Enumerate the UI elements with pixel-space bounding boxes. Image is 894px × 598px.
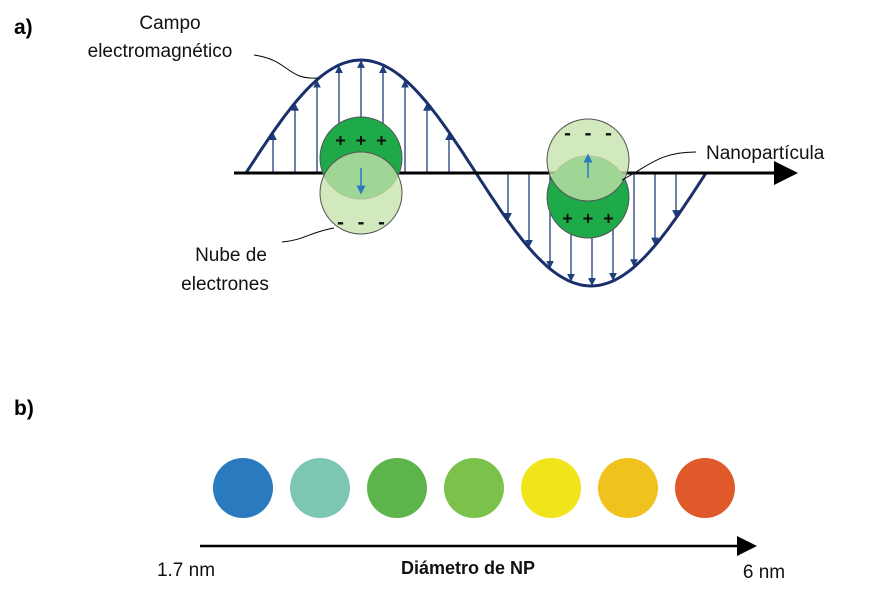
field-leader-line	[253, 54, 319, 79]
panel-a-label: a)	[14, 16, 33, 39]
color-swatch-4	[444, 458, 504, 518]
cloud-label-line2: electrones	[181, 274, 269, 295]
color-swatch-5	[521, 458, 581, 518]
nanoparticle-left: + + + - - -	[319, 116, 403, 235]
cloud-label-line1: Nube de	[195, 245, 267, 266]
axis-max-label: 6 nm	[743, 562, 785, 583]
cloud-leader-line	[281, 227, 335, 243]
minus-signs-right: - - -	[562, 124, 613, 144]
panel-b-label: b)	[14, 397, 34, 420]
plus-signs-left: + + +	[335, 131, 386, 151]
nanoparticle-label: Nanopartícula	[706, 143, 825, 164]
field-label-line2: electromagnético	[88, 41, 233, 62]
field-label-line1: Campo	[139, 13, 200, 34]
color-swatch-3	[367, 458, 427, 518]
nanoparticle-leader-line	[621, 151, 697, 181]
minus-signs-left: - - -	[335, 213, 386, 233]
color-swatch-6	[598, 458, 658, 518]
axis-title: Diámetro de NP	[401, 558, 535, 578]
color-swatch-1	[213, 458, 273, 518]
color-swatch-row	[213, 458, 735, 518]
plus-signs-right: + + +	[562, 209, 613, 229]
color-swatch-7	[675, 458, 735, 518]
color-swatch-2	[290, 458, 350, 518]
axis-min-label: 1.7 nm	[157, 560, 215, 581]
nanoparticle-right: - - - + + +	[546, 118, 630, 239]
